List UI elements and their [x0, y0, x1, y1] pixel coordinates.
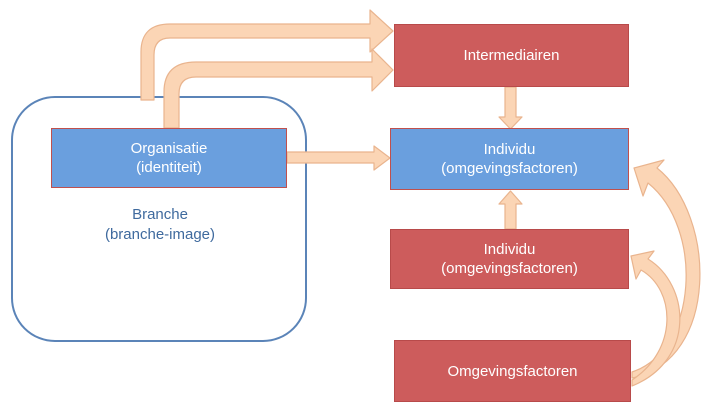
organisatie-box: Organisatie (identiteit)	[51, 128, 287, 188]
branche-label-block: Branche (branche-image)	[70, 205, 250, 245]
omgevingsfactoren-box: Omgevingsfactoren	[394, 340, 631, 402]
intermediairen-label: Intermediairen	[463, 47, 560, 64]
organisatie-sublabel: (identiteit)	[136, 159, 202, 176]
arrow-branche-to-intermediairen	[140, 9, 394, 101]
individu-lower-box: Individu (omgevingsfactoren)	[390, 229, 629, 289]
individu-main-sublabel: (omgevingsfactoren)	[441, 160, 578, 177]
organisatie-label: Organisatie	[130, 140, 208, 157]
intermediairen-box: Intermediairen	[394, 24, 629, 87]
arrow-omgevingsfactoren-to-individu-lower	[630, 250, 681, 387]
arrow-organisatie-to-intermediairen	[163, 48, 394, 129]
branche-label: Branche	[132, 206, 188, 223]
individu-main-label: Individu	[483, 141, 536, 158]
branche-sublabel: (branche-image)	[104, 226, 216, 243]
arrow-individu-lower-to-individu-main	[498, 190, 523, 230]
omgevingsfactoren-label: Omgevingsfactoren	[447, 362, 578, 380]
individu-lower-sublabel: (omgevingsfactoren)	[441, 260, 578, 277]
individu-main-box: Individu (omgevingsfactoren)	[390, 128, 629, 190]
arrow-organisatie-to-individu	[286, 145, 391, 171]
individu-lower-label: Individu	[483, 241, 536, 258]
arrow-intermediairen-to-individu	[498, 86, 523, 130]
